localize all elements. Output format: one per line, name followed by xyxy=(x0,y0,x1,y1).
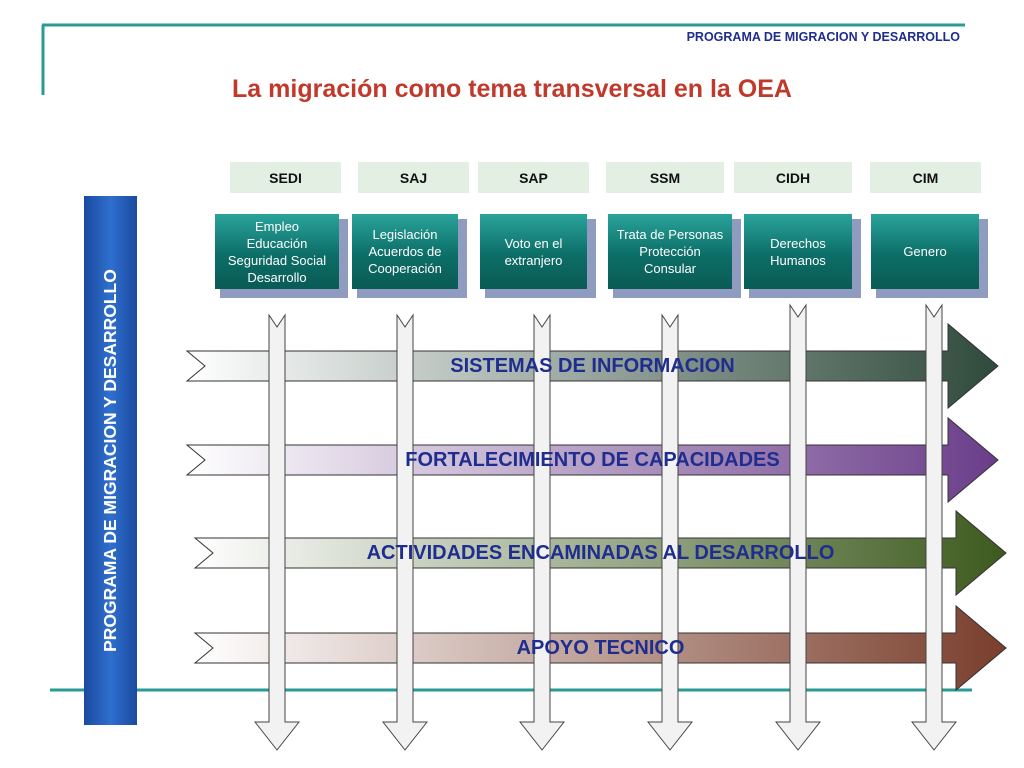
dept-sap: SAP xyxy=(478,162,589,193)
dept-sedi: SEDI xyxy=(230,162,341,193)
dept-cidh: CIDH xyxy=(734,162,852,193)
down-arrow-ssm xyxy=(646,313,694,751)
dept-cim: CIM xyxy=(870,162,981,193)
down-arrow-cim xyxy=(910,303,958,751)
band-arrow-actividades xyxy=(193,509,1007,597)
program-header: PROGRAMA DE MIGRACION Y DESARROLLO xyxy=(686,30,960,44)
topic-box-cidh: Derechos Humanos xyxy=(744,214,852,289)
topic-box-cim: Genero xyxy=(871,214,979,289)
band-label-sistemas: SISTEMAS DE INFORMACION xyxy=(450,355,735,377)
program-sidebar xyxy=(84,196,137,725)
dept-saj: SAJ xyxy=(358,162,469,193)
topic-box-sap: Voto en el extranjero xyxy=(480,214,587,289)
down-arrow-saj xyxy=(381,313,429,751)
topic-box-sedi: Empleo Educación Seguridad Social Desarr… xyxy=(215,214,339,289)
dept-ssm: SSM xyxy=(606,162,724,193)
topic-box-ssm: Trata de Personas Protección Consular xyxy=(608,214,732,289)
band-label-apoyo: APOYO TECNICO xyxy=(516,637,685,659)
band-arrow-apoyo xyxy=(193,604,1007,692)
topic-box-saj: Legislación Acuerdos de Cooperación xyxy=(352,214,458,289)
band-label-fortalecimiento: FORTALECIMIENTO DE CAPACIDADES xyxy=(405,449,780,471)
band-arrow-sistemas xyxy=(185,322,999,410)
page-title: La migración como tema transversal en la… xyxy=(232,75,792,103)
band-arrow-fortalecimiento xyxy=(185,416,999,504)
down-arrow-sap xyxy=(518,313,566,751)
down-arrow-cidh xyxy=(774,303,822,751)
band-label-actividades: ACTIVIDADES ENCAMINADAS AL DESARROLLO xyxy=(366,542,835,564)
down-arrow-sedi xyxy=(253,313,301,751)
